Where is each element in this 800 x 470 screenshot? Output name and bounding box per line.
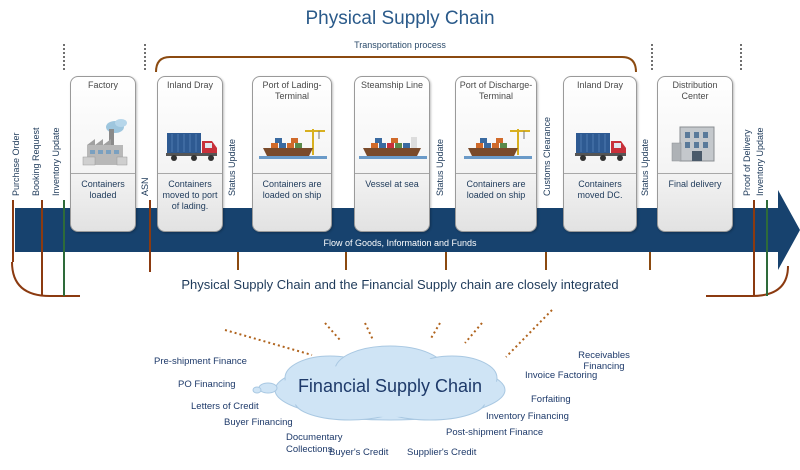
card-divider (658, 173, 732, 174)
status-update-label-3: Status Update (640, 138, 650, 196)
letters-of-credit: Letters of Credit (191, 401, 259, 412)
page-title: Physical Supply Chain (305, 8, 495, 29)
stage-desc: Vessel at sea (365, 179, 419, 189)
transportation-label: Transportation process (354, 40, 446, 50)
inventory-financing: Inventory Financing (486, 411, 569, 422)
flow-arrow-label: Flow of Goods, Information and Funds (323, 238, 477, 248)
receivables-financing: Receivables Financing (578, 350, 630, 372)
financial-supply-chain-title: Financial Supply Chain (297, 376, 483, 396)
transportation-bracket (155, 56, 637, 73)
post-shipment-finance: Post-shipment Finance (446, 427, 544, 438)
stage-port-of-lading: Port of Lading-Terminal Containers are l… (252, 76, 332, 232)
documentary-collections: Documentary Collections (286, 432, 343, 455)
stage-label: Inland Dray (166, 80, 214, 90)
card-divider (253, 173, 331, 174)
card-divider (71, 173, 135, 174)
inventory-update-right-label: Inventory Update (755, 127, 765, 196)
customs-clearance-label: Customs Clearance (542, 116, 552, 196)
purchase-order-label: Purchase Order (11, 132, 21, 196)
stage-port-of-discharge: Port of Discharge-Terminal Containers ar… (455, 76, 537, 232)
forfaiting: Forfaiting (531, 394, 571, 405)
proof-of-delivery-label: Proof of Delivery (742, 129, 752, 196)
pre-shipment-finance: Pre-shipment Finance (154, 356, 247, 367)
status-update-label-2: Status Update (435, 138, 445, 196)
truck-icon (564, 117, 636, 169)
ship-crane-icon (456, 117, 536, 169)
buyer-financing: Buyer Financing (224, 417, 293, 428)
stage-label: Port of Lading-Terminal (262, 80, 322, 101)
stage-distribution-center: Distribution Center Final delivery (657, 76, 733, 232)
stage-desc: Containers loaded (81, 179, 125, 200)
card-divider (158, 173, 222, 174)
suppliers-credit: Supplier's Credit (407, 447, 477, 458)
stage-label: Steamship Line (360, 80, 424, 90)
stage-desc: Containers are loaded on ship (466, 179, 526, 200)
inventory-update-left-label: Inventory Update (51, 127, 61, 196)
stage-inland-dray-1: Inland Dray Containers moved to port of … (157, 76, 223, 232)
stage-label: Port of Discharge-Terminal (459, 80, 533, 101)
stage-label: Inland Dray (576, 80, 624, 90)
card-divider (355, 173, 429, 174)
factory-icon (71, 117, 135, 169)
ship-crane-icon (253, 117, 331, 169)
stage-inland-dray-2: Inland Dray Containers moved DC. (563, 76, 637, 232)
truck-icon (158, 117, 222, 169)
stage-factory: Factory Containers loaded (70, 76, 136, 232)
booking-request-label: Booking Request (31, 127, 41, 196)
buyers-credit: Buyer's Credit (329, 447, 389, 458)
card-divider (456, 173, 536, 174)
asn-label: ASN (140, 177, 150, 196)
integration-statement: Physical Supply Chain and the Financial … (181, 277, 619, 292)
ship-icon (355, 117, 429, 169)
stage-desc: Final delivery (668, 179, 722, 189)
po-financing: PO Financing (178, 379, 236, 390)
invoice-factoring: Invoice Factoring (525, 370, 598, 381)
stage-steamship-line: Steamship Line Vessel at sea (354, 76, 430, 232)
stage-desc: Containers moved DC. (577, 179, 623, 200)
stage-label: Factory (87, 80, 118, 90)
stage-desc: Containers moved to port of lading. (162, 179, 218, 211)
card-divider (564, 173, 636, 174)
stage-desc: Containers are loaded on ship (262, 179, 322, 200)
warehouse-icon (658, 117, 732, 169)
stage-label: Distribution Center (672, 80, 718, 101)
status-update-label-1: Status Update (227, 138, 237, 196)
